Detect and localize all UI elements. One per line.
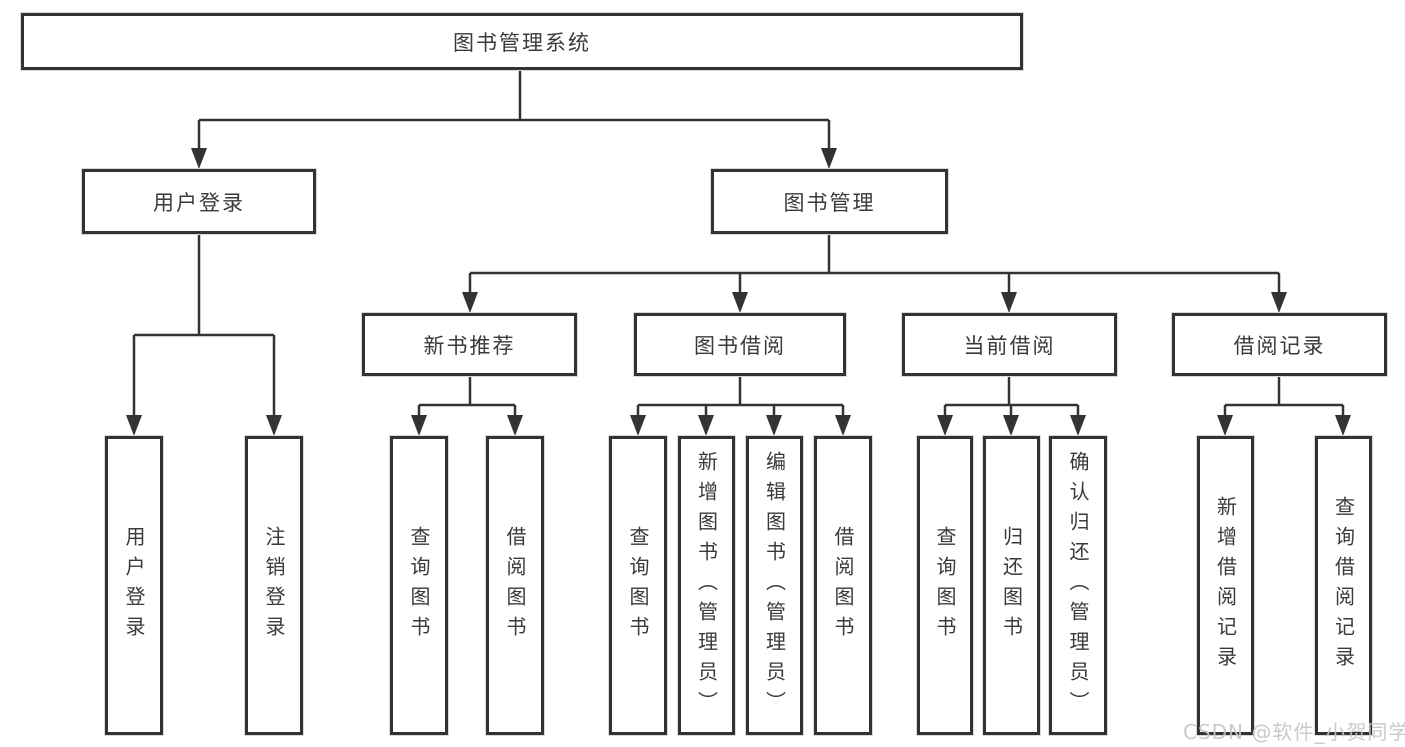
node-new-book-recommend: 新书推荐 xyxy=(362,313,577,376)
node-leaf-add-borrow-record: 新增借阅记录 xyxy=(1197,436,1254,735)
connector-book-borrowing-children xyxy=(636,376,845,417)
connector-new-book-recommend-children xyxy=(417,376,517,417)
leaf-label: 查询图书 xyxy=(626,525,650,646)
connector-book-management-children xyxy=(468,234,1281,294)
connector-lines xyxy=(132,70,1345,417)
connector-borrowing-records-children xyxy=(1223,376,1345,417)
node-book-borrowing: 图书借阅 xyxy=(634,313,846,376)
csdn-watermark: CSDN @软件_小贺同学 xyxy=(1183,720,1405,744)
node-leaf-query-books-borrowing: 查询图书 xyxy=(609,436,667,735)
leaf-label: 编辑图书（管理员） xyxy=(762,450,787,721)
node-leaf-borrow-books-borrowing: 借阅图书 xyxy=(814,436,872,735)
node-leaf-confirm-return-admin: 确认归还（管理员） xyxy=(1049,436,1107,735)
arrowheads-user-login-children xyxy=(126,415,282,436)
arrowheads-root-children xyxy=(191,148,837,169)
node-leaf-query-borrow-record: 查询借阅记录 xyxy=(1315,436,1372,735)
node-leaf-user-login: 用户登录 xyxy=(105,436,163,735)
node-current-borrowing: 当前借阅 xyxy=(902,313,1117,376)
arrowheads-borrowing-records-children xyxy=(1217,415,1351,436)
leaf-label: 用户登录 xyxy=(122,525,146,646)
node-leaf-return-books: 归还图书 xyxy=(983,436,1040,735)
node-leaf-query-books-current: 查询图书 xyxy=(917,436,973,735)
connector-current-borrowing-children xyxy=(943,376,1080,417)
leaf-label: 查询图书 xyxy=(407,525,431,646)
arrowheads xyxy=(126,148,1351,436)
arrowheads-current-borrowing-children xyxy=(937,415,1086,436)
leaf-label: 新增借阅记录 xyxy=(1213,495,1238,676)
leaf-label: 新增图书（管理员） xyxy=(694,450,719,721)
leaf-label: 归还图书 xyxy=(999,525,1024,646)
node-leaf-query-books-recommend: 查询图书 xyxy=(390,436,448,735)
node-user-login: 用户登录 xyxy=(82,169,316,234)
node-leaf-borrow-books-recommend: 借阅图书 xyxy=(486,436,544,735)
leaf-label: 借阅图书 xyxy=(503,525,527,646)
node-borrowing-records: 借阅记录 xyxy=(1172,313,1387,376)
node-book-management: 图书管理 xyxy=(711,169,948,234)
leaf-label: 确认归还（管理员） xyxy=(1066,450,1090,721)
leaf-label: 注销登录 xyxy=(262,525,286,646)
leaf-label: 借阅图书 xyxy=(831,525,855,646)
node-leaf-edit-books-admin: 编辑图书（管理员） xyxy=(746,436,803,735)
leaf-label: 查询借阅记录 xyxy=(1331,495,1356,676)
arrowheads-book-borrowing-children xyxy=(630,415,851,436)
connector-root-children xyxy=(197,70,831,150)
node-leaf-logout: 注销登录 xyxy=(245,436,303,735)
leaf-label: 查询图书 xyxy=(933,525,957,646)
node-leaf-add-books-admin: 新增图书（管理员） xyxy=(678,436,735,735)
node-root: 图书管理系统 xyxy=(21,13,1023,70)
connector-user-login-children xyxy=(132,234,276,417)
arrowheads-book-management-children xyxy=(462,292,1287,313)
arrowheads-new-book-recommend-children xyxy=(411,415,523,436)
